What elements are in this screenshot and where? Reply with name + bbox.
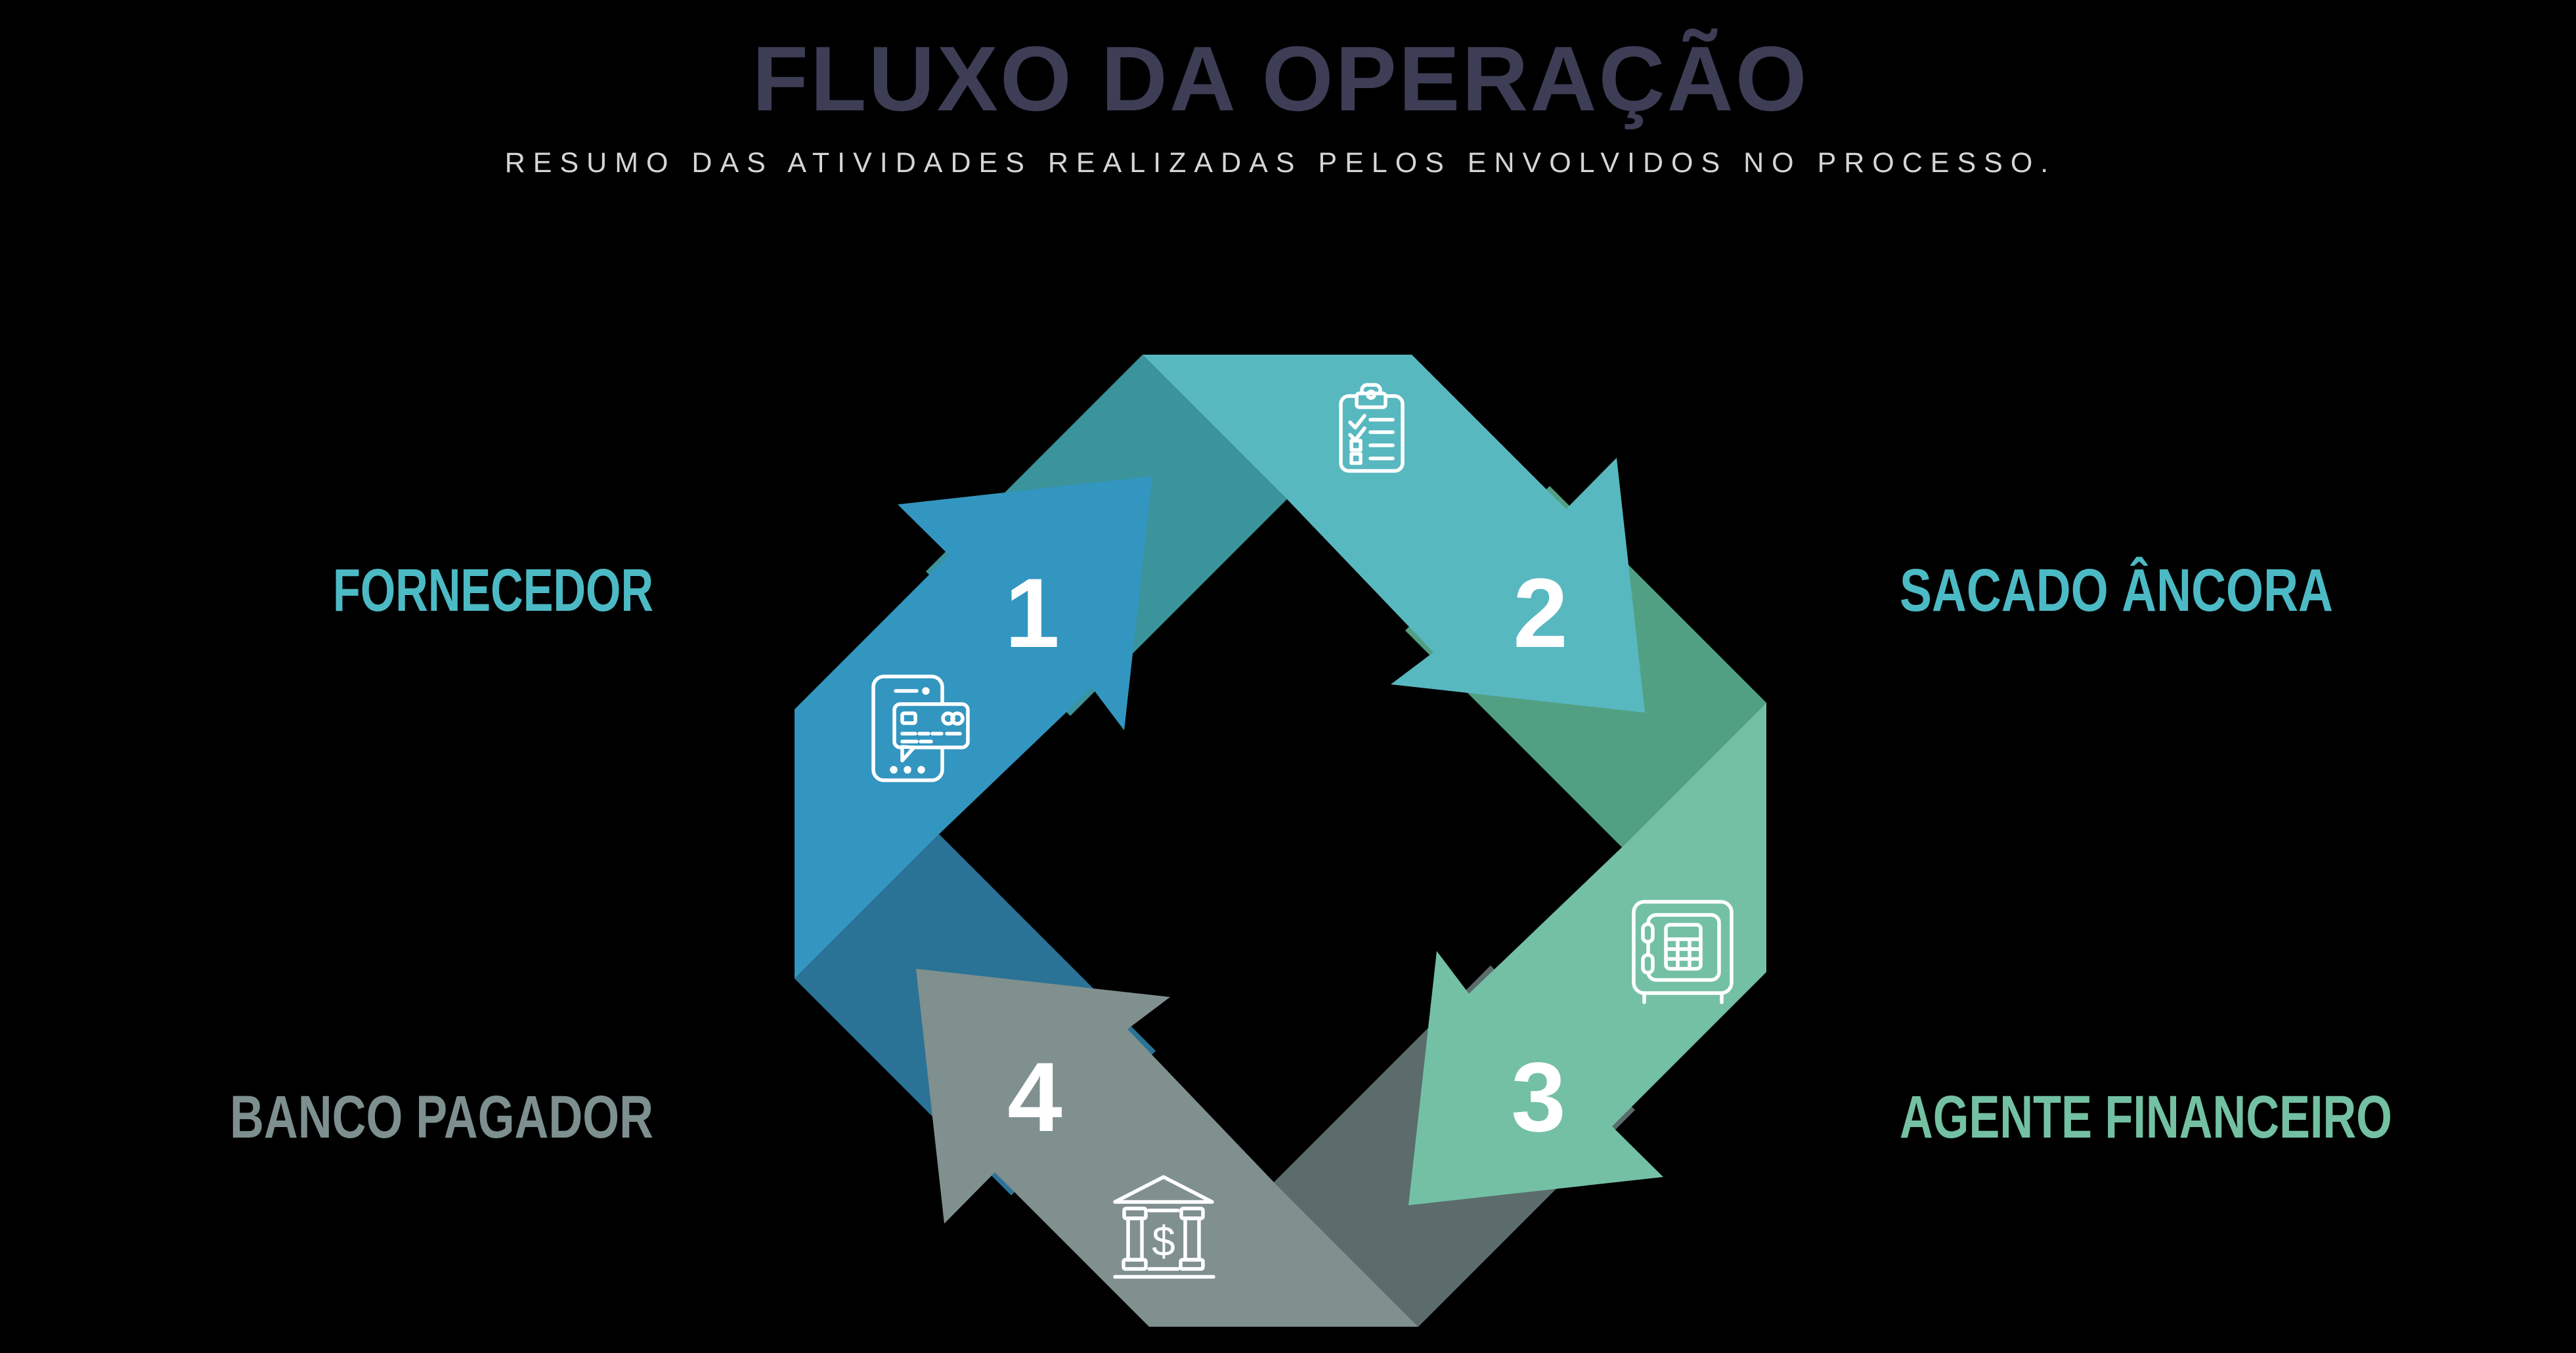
label-banco-pagador: BANCO PAGADOR xyxy=(230,1084,653,1151)
bank-icon: $ xyxy=(1113,1175,1215,1279)
step-2-number: 2 xyxy=(1513,558,1567,668)
label-agente-financeiro: AGENTE FINANCEIRO xyxy=(1900,1084,2392,1151)
step-4-number: 4 xyxy=(1007,1042,1062,1152)
arrow-1-shape xyxy=(795,476,1152,979)
safe-vault-icon xyxy=(1632,900,1734,1004)
step-1-number: 1 xyxy=(1005,558,1059,668)
label-sacado-ancora: SACADO ÂNCORA xyxy=(1900,556,2333,624)
arrow-3-shape xyxy=(1408,703,1766,1205)
clipboard-checklist-icon xyxy=(1339,383,1405,473)
arrow-4-shape xyxy=(916,969,1418,1327)
dollar-sign: $ xyxy=(1152,1218,1175,1265)
step-3-number: 3 xyxy=(1511,1042,1565,1152)
page-title: FLUXO DA OPERAÇÃO xyxy=(752,27,1808,130)
smartphone-credit-card-icon xyxy=(871,675,970,782)
page-subtitle: RESUMO DAS ATIVIDADES REALIZADAS PELOS E… xyxy=(505,147,2056,179)
label-fornecedor: FORNECEDOR xyxy=(333,557,653,624)
arrow-2-shape xyxy=(1143,355,1645,713)
